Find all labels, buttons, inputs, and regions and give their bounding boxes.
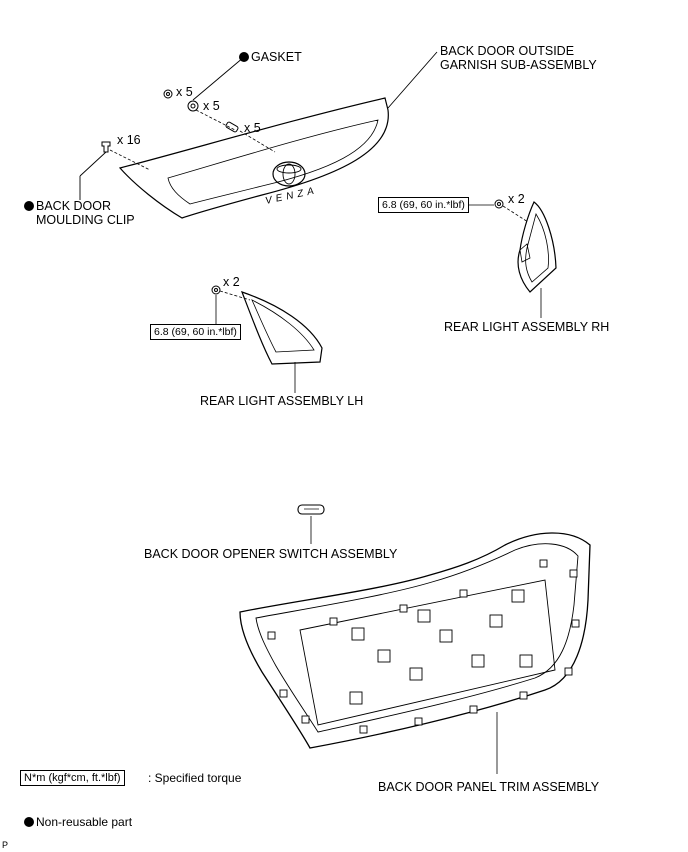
rear-light-rh-drawing — [517, 201, 557, 293]
rear-light-lh-label: REAR LIGHT ASSEMBLY LH — [200, 394, 364, 408]
nonreusable-dot-icon — [24, 817, 34, 827]
stud-icon — [225, 121, 239, 133]
bolt-icon-lh — [211, 285, 221, 295]
garnish-label-line2: GARNISH SUB-ASSEMBLY — [440, 58, 597, 72]
gasket-icon — [187, 100, 199, 112]
torque-spec-lh: 6.8 (69, 60 in.*lbf) — [150, 324, 241, 340]
qty-rh-bolts: x 2 — [508, 192, 525, 206]
panel-trim-label: BACK DOOR PANEL TRIM ASSEMBLY — [378, 780, 600, 794]
nut-icon — [163, 89, 173, 99]
legend-nonreusable: Non-reusable part — [24, 815, 132, 829]
legend-torque-desc: : Specified torque — [148, 771, 242, 785]
gasket-label: GASKET — [239, 50, 302, 64]
nonreusable-dot-icon — [24, 201, 34, 211]
qty-nut: x 5 — [176, 85, 193, 99]
torque-spec-rh: 6.8 (69, 60 in.*lbf) — [378, 197, 469, 213]
qty-stud: x 5 — [244, 121, 261, 135]
garnish-sub-assembly-drawing — [118, 97, 389, 219]
rear-light-rh-label: REAR LIGHT ASSEMBLY RH — [444, 320, 610, 334]
clip-label-line2: MOULDING CLIP — [36, 213, 135, 227]
clip-label-line1: BACK DOOR — [24, 199, 111, 213]
panel-trim-edge-clips — [267, 559, 580, 734]
rear-light-lh-drawing — [240, 291, 323, 365]
clip-icon — [101, 141, 111, 153]
opener-switch-label: BACK DOOR OPENER SWITCH ASSEMBLY — [144, 547, 398, 561]
opener-switch-drawing — [297, 504, 325, 515]
bolt-icon — [494, 199, 504, 209]
legend-torque-units: N*m (kgf*cm, ft.*lbf) — [20, 770, 125, 786]
qty-clip: x 16 — [117, 133, 141, 147]
panel-trim-drawing — [239, 532, 591, 749]
garnish-label-line1: BACK DOOR OUTSIDE — [440, 44, 575, 58]
nonreusable-dot-icon — [239, 52, 249, 62]
qty-gasket: x 5 — [203, 99, 220, 113]
qty-lh-bolts: x 2 — [223, 275, 240, 289]
footer-code: P — [2, 840, 9, 850]
panel-trim-clip-holes — [349, 589, 533, 705]
